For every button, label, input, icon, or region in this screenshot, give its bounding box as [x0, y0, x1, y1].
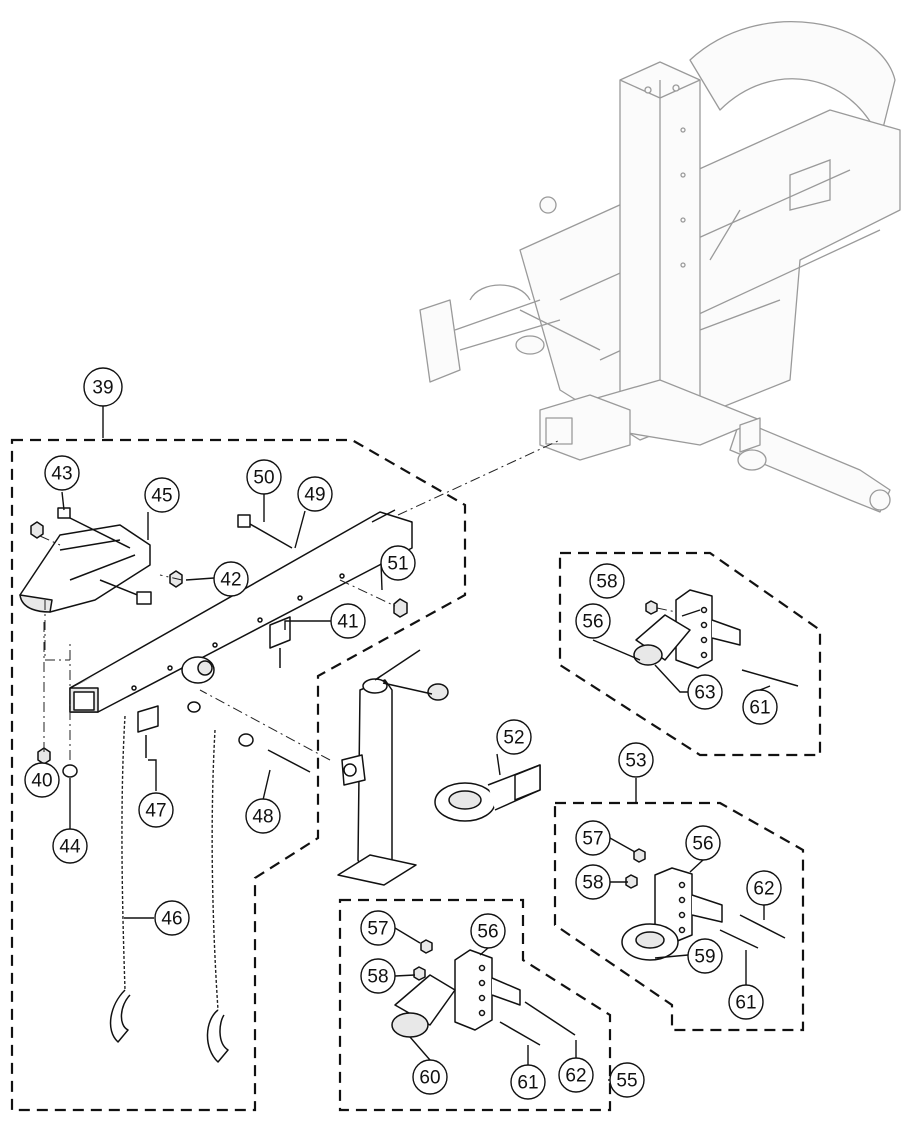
jack-stand	[337, 649, 449, 886]
callout-51: 51	[380, 545, 416, 581]
callout-62-bottom-label: 62	[565, 1066, 586, 1087]
callout-47-label: 47	[145, 801, 166, 822]
callout-60: 60	[412, 1059, 448, 1095]
callout-63-label: 63	[694, 683, 715, 704]
trailer-frame-background	[419, 20, 901, 513]
callout-59-label: 59	[694, 947, 715, 968]
callout-61-bottom-label: 61	[517, 1073, 538, 1094]
callout-61-top: 61	[742, 689, 778, 725]
callout-41: 41	[330, 603, 366, 639]
callout-49: 49	[297, 476, 333, 512]
callout-52: 52	[496, 719, 532, 755]
callout-57-mid: 57	[575, 820, 611, 856]
callout-57-bottom-label: 57	[367, 919, 388, 940]
callout-61-top-label: 61	[749, 698, 770, 719]
callout-55: 55	[609, 1062, 645, 1098]
callout-44-label: 44	[59, 837, 81, 858]
callout-55-label: 55	[616, 1071, 637, 1092]
callout-56-mid: 56	[685, 825, 721, 861]
callout-40: 40	[24, 762, 60, 798]
leader-lines	[41, 406, 771, 1081]
callout-45-label: 45	[151, 486, 172, 507]
callout-60-label: 60	[419, 1068, 440, 1089]
tongue-tube-assembly	[19, 507, 413, 1063]
callout-41-label: 41	[337, 612, 358, 633]
callout-56-bottom-label: 56	[477, 922, 498, 943]
callout-58-top: 58	[589, 563, 625, 599]
callout-51-label: 51	[387, 554, 408, 575]
callout-43: 43	[44, 455, 80, 491]
callout-39-label: 39	[92, 378, 113, 399]
callout-62-mid-label: 62	[753, 879, 774, 900]
callout-47: 47	[138, 792, 174, 828]
callout-42: 42	[213, 561, 249, 597]
coupler-kit-55	[391, 939, 576, 1046]
callout-63: 63	[687, 674, 723, 710]
callout-48: 48	[245, 798, 281, 834]
callout-53-label: 53	[625, 751, 646, 772]
callout-57-mid-label: 57	[582, 829, 603, 850]
callout-44: 44	[52, 828, 88, 864]
callout-59: 59	[687, 938, 723, 974]
callout-39: 39	[83, 367, 123, 407]
callout-61-mid-label: 61	[735, 993, 756, 1014]
callout-56-top: 56	[575, 603, 611, 639]
callout-50: 50	[246, 459, 282, 495]
callout-40-label: 40	[31, 771, 52, 792]
callout-58-bottom: 58	[360, 958, 396, 994]
group-top-right-outline	[558, 551, 822, 757]
callout-42-label: 42	[220, 570, 241, 591]
callout-58-bottom-label: 58	[367, 967, 388, 988]
callout-56-mid-label: 56	[692, 834, 713, 855]
callout-52-label: 52	[503, 728, 524, 749]
callout-62-bottom: 62	[558, 1057, 594, 1093]
coupler-kit-top-right	[633, 589, 799, 687]
callout-61-bottom: 61	[510, 1064, 546, 1100]
callout-46: 46	[154, 900, 190, 936]
callout-50-label: 50	[253, 468, 274, 489]
callout-48-label: 48	[252, 807, 273, 828]
callout-61-mid: 61	[728, 984, 764, 1020]
callout-57-bottom: 57	[360, 910, 396, 946]
group-53-outline	[553, 801, 805, 1032]
callout-53: 53	[618, 742, 654, 778]
callout-43-label: 43	[51, 464, 72, 485]
callout-56-top-label: 56	[582, 612, 603, 633]
group-55-outline	[338, 898, 612, 1112]
lunette-kit-53	[621, 848, 786, 961]
callout-49-label: 49	[304, 485, 325, 506]
lunette-eye-52	[434, 764, 541, 822]
callout-58-top-label: 58	[596, 572, 617, 593]
callout-58-mid: 58	[575, 864, 611, 900]
callout-45: 45	[144, 477, 180, 513]
group-39-outline	[10, 438, 467, 1112]
callout-56-bottom: 56	[470, 913, 506, 949]
callout-46-label: 46	[161, 909, 182, 930]
callout-58-mid-label: 58	[582, 873, 603, 894]
callout-62-mid: 62	[746, 870, 782, 906]
